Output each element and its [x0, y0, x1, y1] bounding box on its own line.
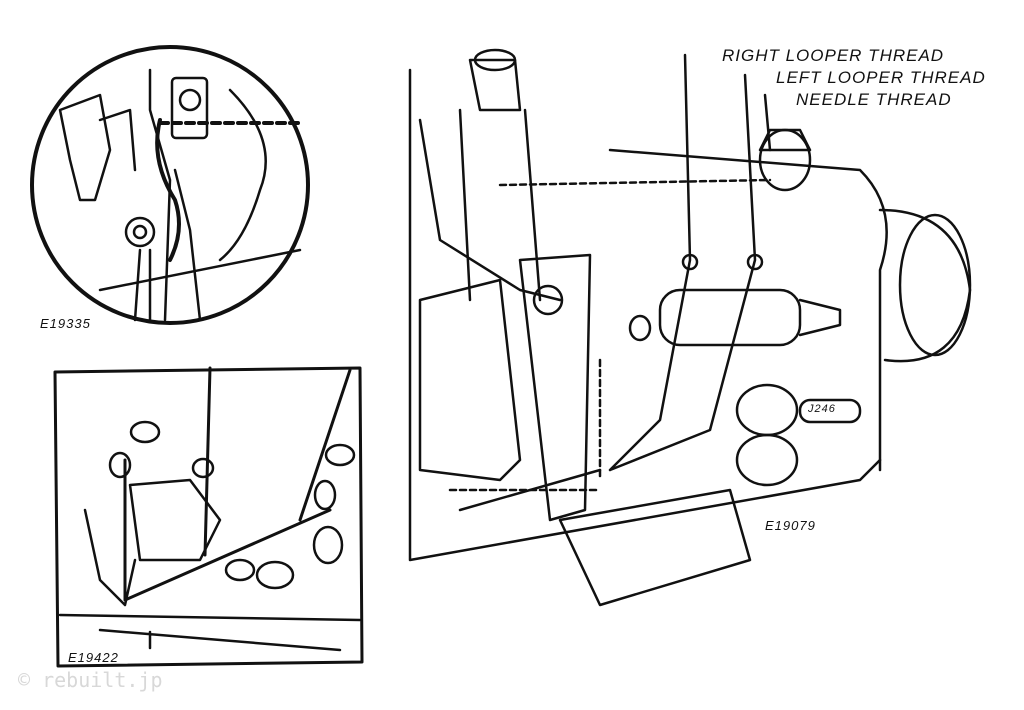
square-inset-figure-number: E19422	[68, 650, 119, 665]
needle-thread-label: NEEDLE THREAD	[796, 90, 952, 109]
main-machine	[408, 48, 972, 607]
watermark: © rebuilt.jp	[18, 668, 163, 692]
right-looper-thread-label: RIGHT LOOPER THREAD	[722, 46, 945, 65]
square-inset	[53, 366, 364, 668]
main-figure-number: E19079	[765, 518, 816, 533]
left-looper-thread-label: LEFT LOOPER THREAD	[776, 68, 986, 87]
nameplate-text: J246	[808, 403, 836, 415]
circle-inset	[30, 45, 310, 325]
circle-inset-figure-number: E19335	[40, 316, 91, 331]
